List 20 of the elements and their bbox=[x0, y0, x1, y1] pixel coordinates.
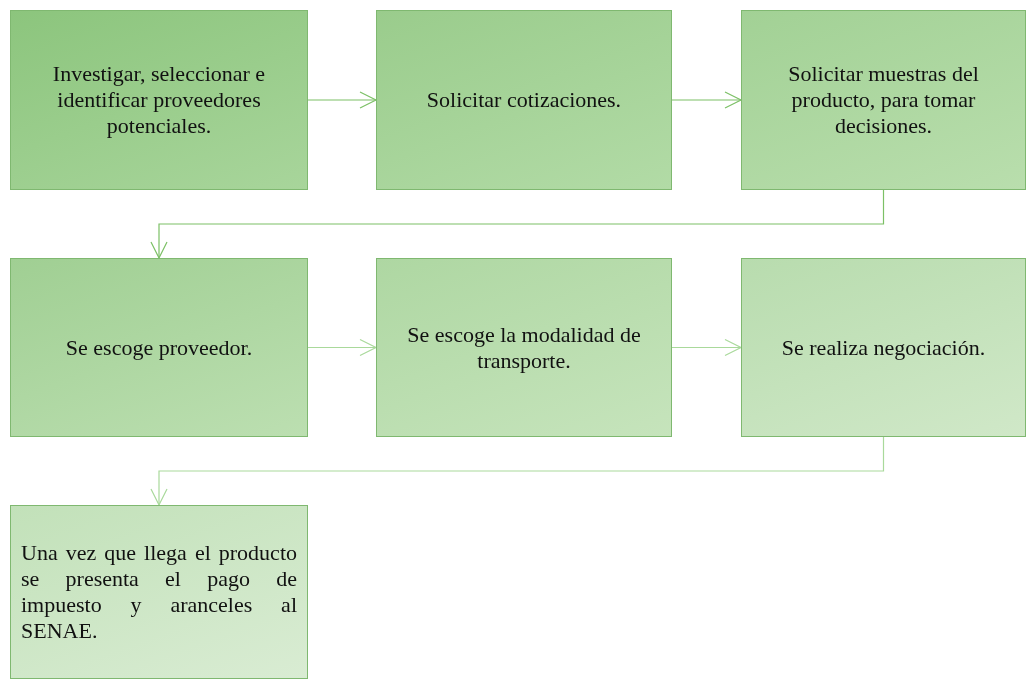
process-box bbox=[741, 258, 1026, 437]
process-box bbox=[741, 10, 1026, 190]
arrow bbox=[671, 91, 742, 109]
step-text: Solicitar muestras del producto, para tomar decisiones. bbox=[787, 61, 980, 139]
step-text: Se escoge proveedor. bbox=[65, 334, 253, 361]
process-box bbox=[10, 505, 308, 679]
step-text: Se escoge la modalidad de transporte. bbox=[406, 321, 642, 374]
arrow bbox=[150, 436, 885, 506]
process-box bbox=[10, 258, 308, 437]
step-text: Se realiza negociación. bbox=[781, 334, 986, 361]
arrow bbox=[307, 91, 377, 109]
process-box bbox=[376, 258, 672, 437]
arrow bbox=[307, 338, 377, 357]
process-box bbox=[376, 10, 672, 190]
process-box bbox=[10, 10, 308, 190]
step-text: Una vez que llega el producto se presenta el pago de impuesto y aranceles al SENAE. bbox=[21, 540, 297, 644]
step-text: Investigar, seleccionar e identificar proveedores potenciales. bbox=[51, 61, 267, 139]
arrow bbox=[150, 189, 885, 259]
step-text: Solicitar cotizaciones. bbox=[426, 87, 622, 113]
arrow bbox=[671, 338, 742, 357]
